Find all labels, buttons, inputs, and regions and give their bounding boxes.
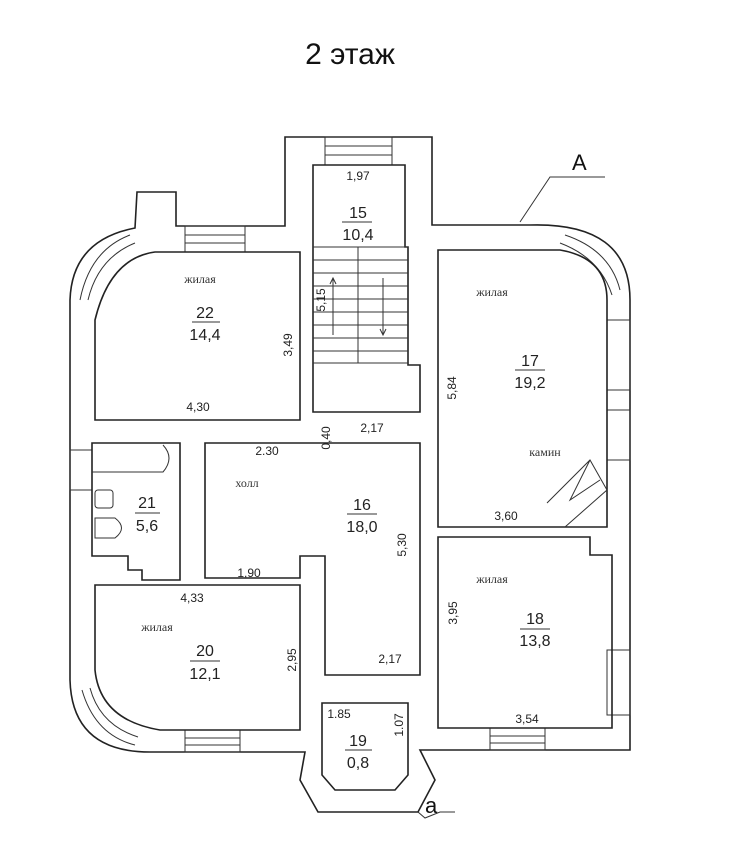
- window-arc-17: [559, 234, 621, 296]
- dim-label: 1,97: [346, 169, 370, 183]
- room-number: 20: [196, 643, 214, 660]
- room-21: [91, 442, 181, 581]
- fireplace-label: камин: [529, 445, 561, 459]
- fireplace-icon: [546, 459, 608, 528]
- bathtub-icon: [92, 444, 170, 473]
- dim-label: 2.30: [255, 444, 279, 458]
- dim-label: 5,15: [314, 288, 328, 312]
- dim-label: 1.85: [327, 707, 351, 721]
- room-area: 5,6: [136, 518, 158, 535]
- room-21-label: 21 5,6: [135, 495, 160, 535]
- room-22-label: жилая 22 14,4: [183, 272, 220, 344]
- room-19-label: 19 0,8: [345, 733, 372, 772]
- axis-label-bottom: а: [425, 793, 438, 818]
- dim-label: 0,40: [319, 426, 333, 450]
- room-18: [437, 536, 613, 729]
- axis-label-top: А: [572, 150, 587, 175]
- room-22: [94, 251, 301, 421]
- room-17: [437, 249, 608, 528]
- room-number: 18: [526, 611, 544, 628]
- room-20: [94, 584, 301, 731]
- page-title: 2 этаж: [305, 38, 395, 71]
- outer-wall: [69, 136, 631, 813]
- room-number: 16: [353, 497, 371, 514]
- room-type: холл: [235, 476, 258, 490]
- room-area: 0,8: [347, 755, 369, 772]
- room-number: 19: [349, 733, 367, 750]
- room-area: 13,8: [519, 633, 550, 650]
- room-area: 18,0: [346, 519, 377, 536]
- room-type: жилая: [475, 285, 508, 299]
- room-number: 22: [196, 305, 214, 322]
- window-17: [606, 319, 631, 716]
- room-16-label: холл 16 18,0: [235, 476, 377, 536]
- room-number: 21: [138, 495, 156, 512]
- window-18: [489, 727, 546, 751]
- dim-label: 4,30: [186, 400, 210, 414]
- dimensions: 1,97 5,15 3,49 4,30 2.30 0,40 2,17 5,84 …: [180, 169, 539, 737]
- room-number: 17: [521, 353, 539, 370]
- room-15-label: 15 10,4: [342, 205, 374, 244]
- room-18-label: жилая 18 13,8: [475, 572, 550, 650]
- dim-label: 3,60: [494, 509, 518, 523]
- room-area: 19,2: [514, 375, 545, 392]
- dim-label: 3,95: [446, 601, 460, 625]
- toilet-icon: [94, 517, 122, 539]
- room-type: жилая: [475, 572, 508, 586]
- sink-icon: [94, 489, 114, 509]
- room-15: [312, 164, 421, 413]
- room-type: жилая: [183, 272, 216, 286]
- room-19: [321, 702, 409, 791]
- dim-label: 2,17: [378, 652, 402, 666]
- window-stair: [324, 136, 393, 166]
- stair-steps: [313, 246, 408, 364]
- room-type: жилая: [140, 620, 173, 634]
- dim-label: 5,30: [395, 533, 409, 557]
- room-number: 15: [349, 205, 367, 222]
- window-22: [184, 225, 246, 253]
- window-21: [69, 449, 93, 491]
- room-20-label: жилая 20 12,1: [140, 620, 220, 683]
- room-17-label: жилая 17 19,2 камин: [475, 285, 561, 459]
- window-arc-20: [81, 687, 139, 746]
- dim-label: 5,84: [445, 376, 459, 400]
- room-area: 12,1: [189, 666, 220, 683]
- dim-label: 1.07: [392, 713, 406, 737]
- window-arc-22: [79, 234, 136, 301]
- dim-label: 3,49: [281, 333, 295, 357]
- axis-line-top: [519, 176, 605, 223]
- axis-line-bottom: [417, 811, 455, 819]
- dim-label: 2,95: [285, 648, 299, 672]
- room-area: 14,4: [189, 327, 220, 344]
- room-16: [204, 442, 421, 676]
- dim-label: 4,33: [180, 591, 204, 605]
- window-20: [184, 729, 241, 753]
- room-area: 10,4: [342, 227, 373, 244]
- dim-label: 2,17: [360, 421, 384, 435]
- dim-label: 1,90: [237, 566, 261, 580]
- dim-label: 3,54: [515, 712, 539, 726]
